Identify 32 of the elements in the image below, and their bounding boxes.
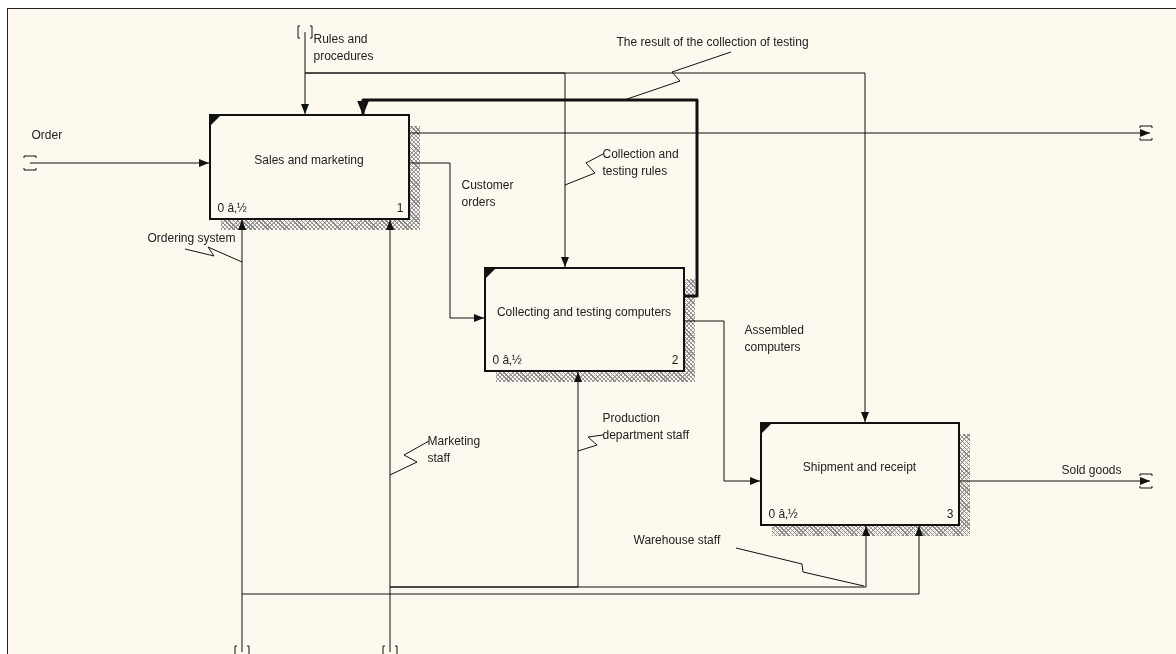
edge-label: Rules and procedures bbox=[313, 30, 375, 65]
edge-label: Warehouse staff bbox=[633, 531, 721, 549]
edge-label: Customer orders bbox=[461, 176, 515, 211]
edge-label: Assembled computers bbox=[744, 321, 805, 356]
edge-label: Production department staff bbox=[602, 409, 690, 444]
cost-label: 0 â‚½ bbox=[492, 352, 522, 367]
activity-title: Sales and marketing bbox=[254, 152, 364, 167]
activity-title: Collecting and testing computers bbox=[496, 305, 672, 319]
arrow bbox=[409, 128, 1150, 137]
cost-label: 0 â‚½ bbox=[768, 506, 798, 521]
arrow bbox=[959, 476, 1150, 485]
arrow bbox=[29, 158, 209, 167]
edge-label: Collection and testing rules bbox=[602, 145, 680, 180]
arrow bbox=[409, 162, 484, 322]
arrow bbox=[684, 320, 760, 485]
edge-label: Ordering system bbox=[147, 229, 236, 247]
arrow bbox=[237, 219, 246, 652]
cost-label: 0 â‚½ bbox=[217, 200, 247, 215]
arrow bbox=[304, 72, 869, 422]
activity-number: 3 bbox=[946, 506, 954, 521]
arrow bbox=[385, 219, 394, 652]
arrow bbox=[389, 525, 870, 587]
arrow bbox=[300, 31, 309, 114]
edge-label: Order bbox=[31, 126, 63, 144]
edge-label: The result of the collection of testing bbox=[616, 33, 809, 51]
activity-number: 1 bbox=[396, 200, 404, 215]
edge-label: Marketing staff bbox=[427, 432, 482, 467]
edge-label: Sold goods bbox=[1061, 461, 1122, 479]
activity-title: Shipment and receipt bbox=[802, 459, 917, 474]
arrow bbox=[241, 525, 923, 594]
feedback-arrow bbox=[356, 98, 698, 297]
activity-number: 2 bbox=[671, 352, 679, 367]
